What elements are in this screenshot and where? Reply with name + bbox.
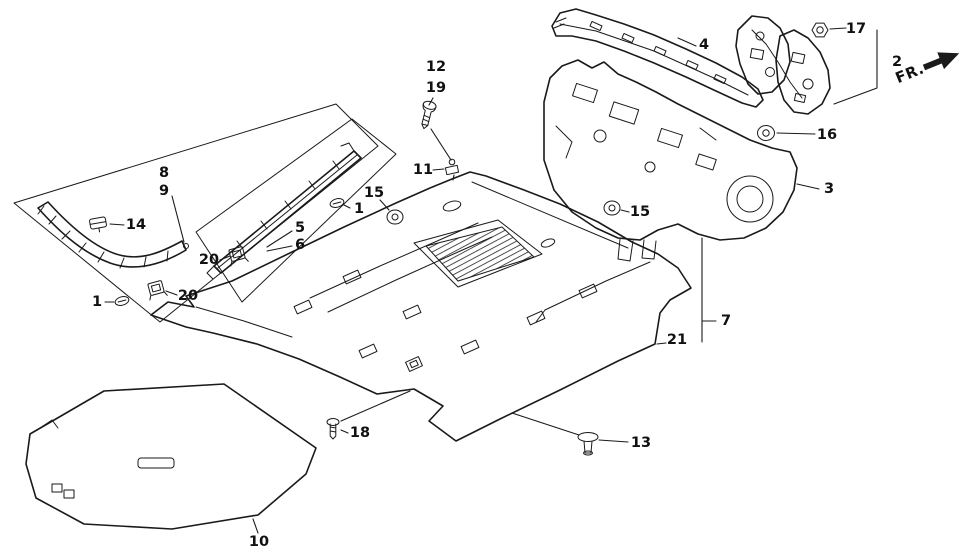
- part-label-11: 11: [413, 162, 433, 178]
- part-label-1b: 1: [92, 294, 102, 310]
- part-label-21: 21: [667, 332, 687, 348]
- floor-clip-icon: [405, 356, 423, 372]
- dash-side-bracket-assembly: [735, 15, 831, 141]
- part-labels: 12 19 17 2 4 16 3 11 15 1 8 9 14 5 6 20 …: [92, 21, 902, 550]
- part-label-15b: 15: [630, 204, 650, 220]
- part-label-4: 4: [699, 37, 709, 53]
- part-label-18: 18: [350, 425, 370, 441]
- part-label-12: 12: [426, 59, 446, 75]
- trunk-mat: [25, 383, 317, 530]
- part-label-8: 8: [159, 165, 169, 181]
- grommet-15-left: [386, 209, 404, 225]
- part-label-7: 7: [721, 313, 731, 329]
- screw-18: [326, 418, 340, 440]
- part-label-10: 10: [249, 534, 269, 550]
- part-label-16: 16: [817, 127, 837, 143]
- clip-1-left: [114, 296, 130, 306]
- clip-14: [89, 216, 107, 233]
- part-label-1a: 1: [354, 201, 364, 217]
- part-label-6: 6: [295, 237, 305, 253]
- part-label-19: 19: [426, 80, 446, 96]
- plug-13: [577, 432, 599, 456]
- part-label-3: 3: [824, 181, 834, 197]
- sill-garnish-box-right: [114, 118, 397, 306]
- sill-garnish-box-left: [13, 103, 379, 323]
- part-label-15a: 15: [364, 185, 384, 201]
- screw-12-19: [421, 100, 437, 130]
- clip-11: [444, 158, 460, 176]
- part-label-9: 9: [159, 183, 169, 199]
- heel-pad-ribbed-area: [425, 226, 535, 282]
- part-label-2: 2: [892, 54, 902, 70]
- fr-direction-indicator: FR.: [893, 52, 960, 87]
- part-label-17: 17: [846, 21, 866, 37]
- dash-upper-panel: [551, 8, 764, 108]
- clip-1-center: [329, 198, 345, 208]
- fr-arrow-icon: [922, 52, 960, 71]
- dash-lower-insulator: [543, 59, 798, 262]
- part-label-13: 13: [631, 435, 651, 451]
- side-sill-garnish-8-9: [37, 201, 189, 269]
- part-label-20a: 20: [199, 252, 219, 268]
- leader-lines: [104, 27, 878, 534]
- side-sill-trim-5-6: [206, 142, 362, 280]
- part-label-14: 14: [126, 217, 146, 233]
- part-label-20b: 20: [178, 288, 198, 304]
- grommet-16: [757, 125, 775, 141]
- grommet-15-right: [603, 200, 621, 216]
- floor-carpet: [150, 171, 692, 442]
- nut-fastener-17: [811, 22, 829, 38]
- clip-20-lower: [147, 280, 168, 301]
- part-label-5: 5: [295, 220, 305, 236]
